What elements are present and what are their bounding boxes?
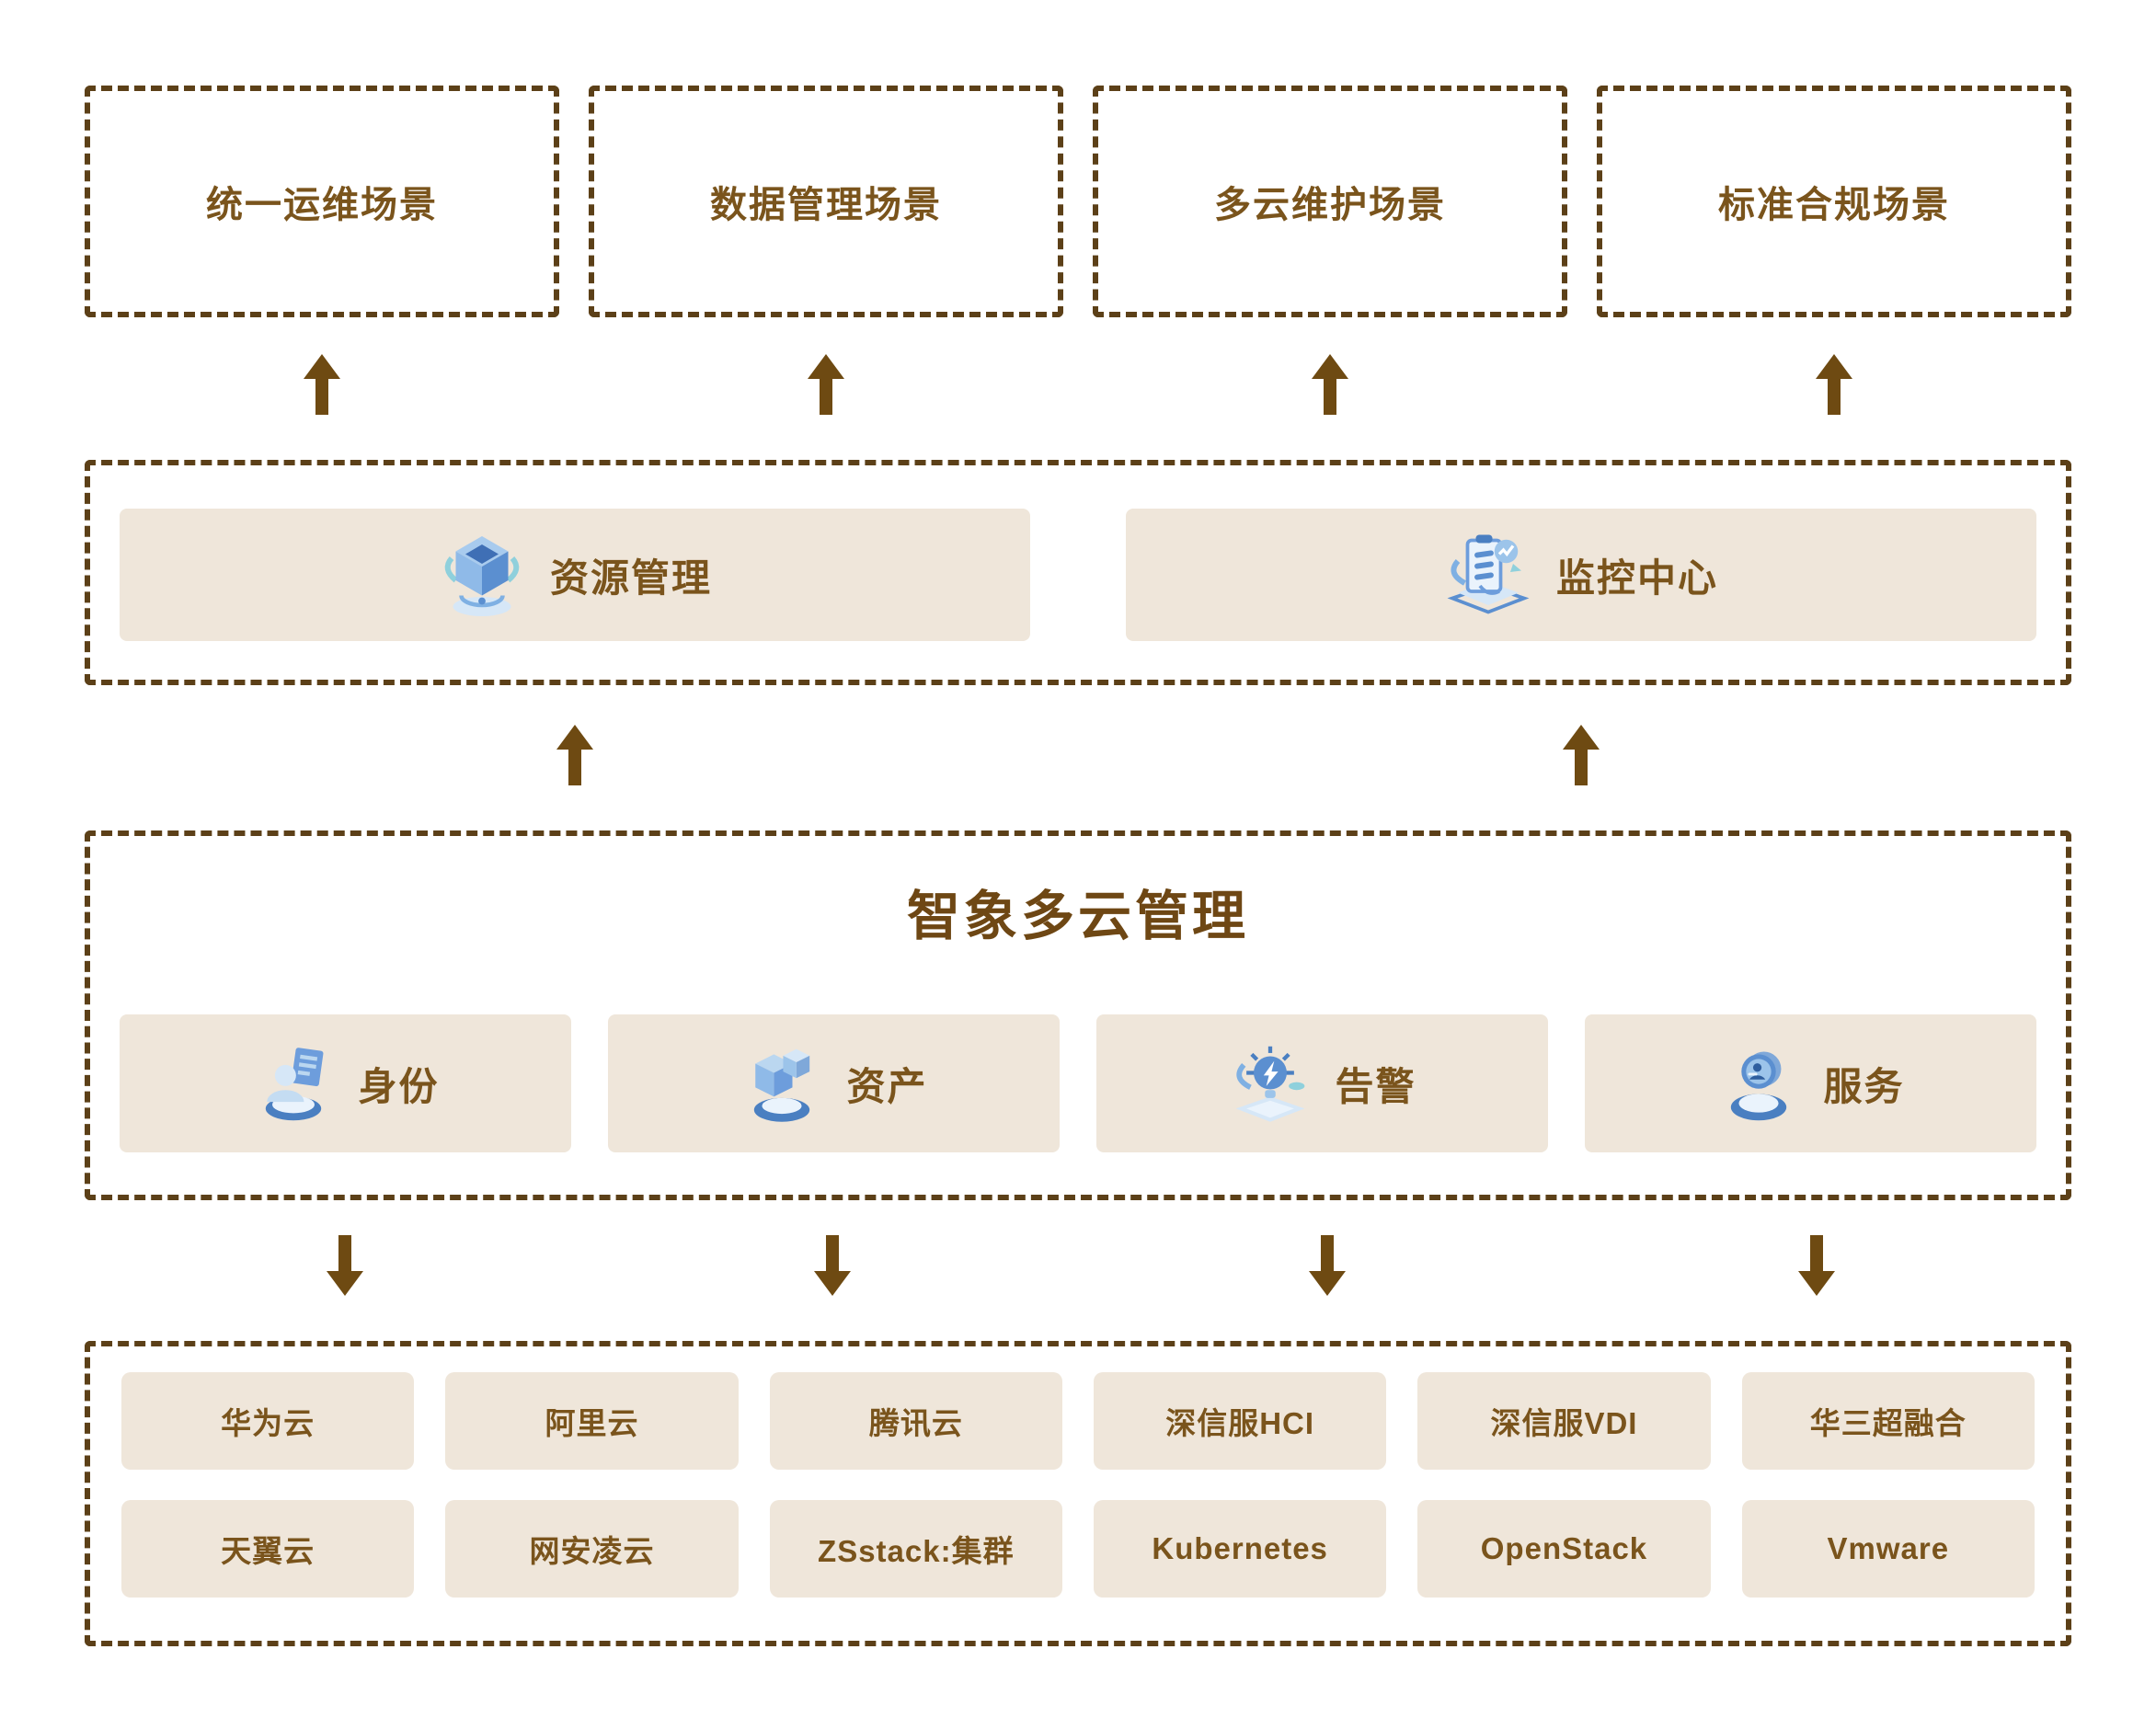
down-arrow-icon — [1307, 1235, 1348, 1296]
module-label: 资产 — [846, 1064, 928, 1108]
scenario-box-unified-ops: 统一运维场景 — [85, 86, 559, 317]
module-label: 告警 — [1335, 1064, 1416, 1108]
management-band: 资源管理 — [85, 460, 2071, 685]
scenario-label: 数据管理场景 — [710, 185, 942, 225]
asset-module-box: 资产 — [608, 1014, 1060, 1152]
up-arrow-icon — [302, 354, 342, 415]
up-arrow-icon — [1814, 354, 1854, 415]
infra-box-openstack: OpenStack — [1417, 1500, 1711, 1598]
management-label: 监控中心 — [1555, 555, 1718, 600]
infrastructure-section: 华为云 阿里云 腾讯云 深信服HCI 深信服VDI 华三超融合 天翼云 — [85, 1341, 2071, 1646]
infrastructure-row-1: 华为云 阿里云 腾讯云 深信服HCI 深信服VDI 华三超融合 — [121, 1372, 2035, 1470]
platform-title: 智象多云管理 — [906, 887, 1249, 946]
platform-modules: 身份 资产 — [120, 1014, 2036, 1152]
infra-box-wangan-lingyun: 网安凌云 — [445, 1500, 739, 1598]
infra-box-huawei-cloud: 华为云 — [121, 1372, 415, 1470]
resource-management-box: 资源管理 — [120, 509, 1030, 641]
infra-label: 华为云 — [221, 1406, 315, 1440]
up-arrow-icon — [1310, 354, 1350, 415]
identity-module-box: 身份 — [120, 1014, 571, 1152]
infra-label: 深信服HCI — [1165, 1406, 1315, 1440]
infra-box-tencent-cloud: 腾讯云 — [769, 1372, 1062, 1470]
up-arrow-icon — [806, 354, 846, 415]
scenario-row: 统一运维场景 数据管理场景 多云维护场景 标准合规场景 — [85, 86, 2071, 317]
alert-module-box: 告警 — [1096, 1014, 1548, 1152]
infra-label: 阿里云 — [545, 1406, 639, 1440]
infra-label: 网安凌云 — [529, 1534, 655, 1568]
infra-label: Kubernetes — [1152, 1531, 1328, 1565]
scenario-label: 统一运维场景 — [206, 185, 438, 225]
monitoring-center-box: 监控中心 — [1126, 509, 2036, 641]
platform-section: 智象多云管理 — [85, 830, 2071, 1200]
scenario-box-standard-compliance: 标准合规场景 — [1597, 86, 2071, 317]
infrastructure-row-2: 天翼云 网安凌云 ZSstack:集群 Kubernetes OpenStack… — [121, 1500, 2035, 1598]
infra-box-sangfor-vdi: 深信服VDI — [1417, 1372, 1711, 1470]
alert-bulb-icon — [1228, 1041, 1313, 1126]
infra-label: 腾讯云 — [868, 1406, 963, 1440]
monitoring-dashboard-icon — [1444, 531, 1532, 619]
infra-box-vmware: Vmware — [1741, 1500, 2035, 1598]
infra-box-ctyun: 天翼云 — [121, 1500, 415, 1598]
scenario-box-multicloud-maintenance: 多云维护场景 — [1093, 86, 1567, 317]
service-disc-icon — [1716, 1041, 1801, 1126]
management-boxes: 资源管理 — [120, 509, 2036, 641]
module-label: 服务 — [1823, 1064, 1905, 1108]
up-arrow-icon — [555, 725, 595, 785]
service-module-box: 服务 — [1585, 1014, 2036, 1152]
infra-label: 华三超融合 — [1809, 1406, 1967, 1440]
scenario-box-data-management: 数据管理场景 — [589, 86, 1063, 317]
scenario-label: 多云维护场景 — [1214, 185, 1446, 225]
module-label: 身份 — [358, 1064, 440, 1108]
infra-box-ali-cloud: 阿里云 — [445, 1372, 739, 1470]
infra-label: ZSstack:集群 — [818, 1534, 1015, 1568]
down-arrow-icon — [1796, 1235, 1837, 1296]
scenario-label: 标准合规场景 — [1718, 185, 1950, 225]
resource-cube-icon — [438, 531, 526, 619]
infra-box-sangfor-hci: 深信服HCI — [1093, 1372, 1387, 1470]
down-arrow-icon — [812, 1235, 853, 1296]
management-label: 资源管理 — [549, 555, 712, 600]
infra-label: OpenStack — [1480, 1531, 1648, 1565]
down-arrow-icon — [325, 1235, 365, 1296]
infra-box-zsstack-cluster: ZSstack:集群 — [769, 1500, 1062, 1598]
infra-box-kubernetes: Kubernetes — [1093, 1500, 1387, 1598]
infra-label: Vmware — [1827, 1531, 1950, 1565]
infra-box-h3c-hyperconverged: 华三超融合 — [1741, 1372, 2035, 1470]
identity-badge-icon — [251, 1041, 336, 1126]
infra-label: 天翼云 — [221, 1534, 315, 1568]
infra-label: 深信服VDI — [1490, 1406, 1638, 1440]
up-arrow-icon — [1561, 725, 1601, 785]
asset-cubes-icon — [740, 1041, 824, 1126]
